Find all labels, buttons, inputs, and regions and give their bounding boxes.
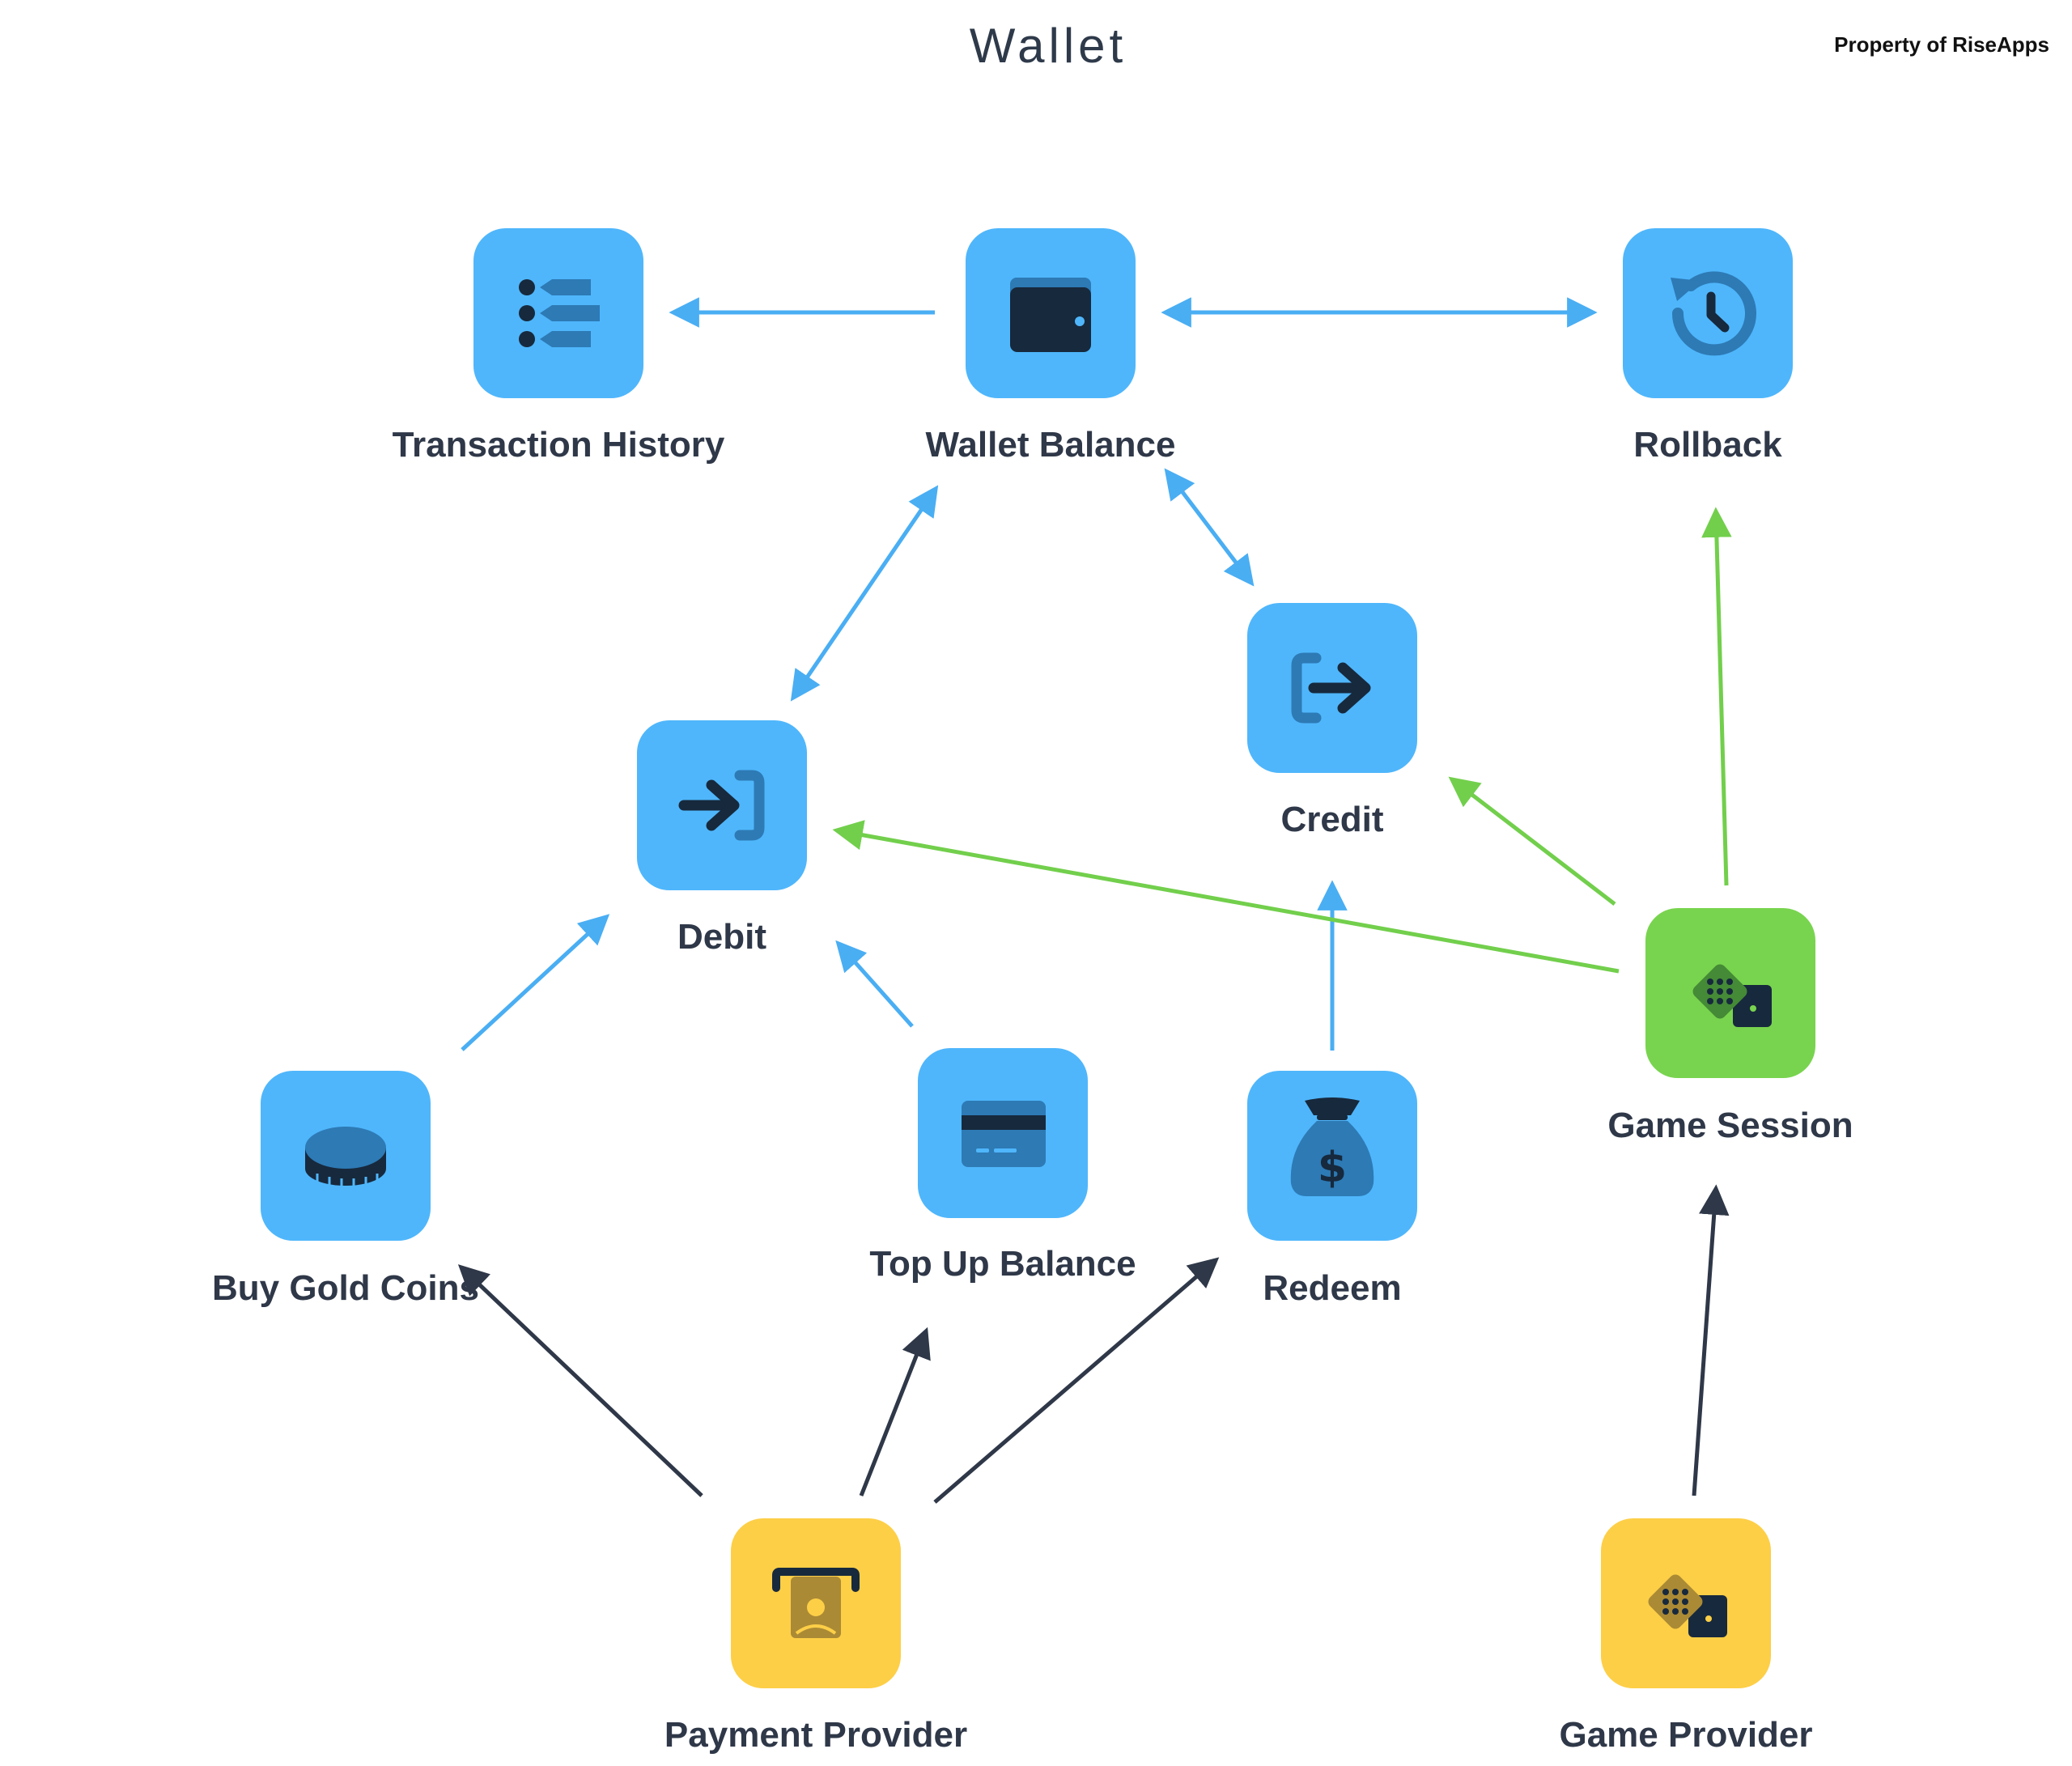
node-label: Wallet Balance xyxy=(926,425,1176,465)
node-label: Rollback xyxy=(1633,425,1782,465)
node-credit[interactable]: Credit xyxy=(1247,603,1417,839)
node-label: Redeem xyxy=(1263,1268,1401,1308)
credit-card-icon xyxy=(962,1101,1046,1167)
edge-wallet-balance-to-debit xyxy=(790,485,939,702)
node-label: Game Provider xyxy=(1559,1715,1812,1755)
wallet-icon xyxy=(1010,278,1091,352)
node-label: Buy Gold Coins xyxy=(212,1268,479,1308)
cash-icon xyxy=(772,1568,860,1638)
edge-game-session-to-rollback xyxy=(1701,507,1732,886)
edge-payment-provider-to-redeem xyxy=(933,1257,1220,1504)
edge-buy-gold-coins-to-debit xyxy=(461,914,610,1051)
owner-note: Property of RiseApps xyxy=(1834,32,2049,57)
edge-wallet-balance-to-credit xyxy=(1164,468,1255,587)
dice-icon xyxy=(1648,1574,1727,1637)
node-wallet-balance[interactable]: Wallet Balance xyxy=(926,228,1176,465)
svg-text:$: $ xyxy=(1318,1144,1347,1192)
sign-in-icon xyxy=(678,770,765,841)
money-bag-icon: $ xyxy=(1290,1097,1374,1196)
node-redeem[interactable]: $ Redeem xyxy=(1247,1071,1417,1308)
edges-layer xyxy=(457,297,1732,1504)
node-game-session[interactable]: Game Session xyxy=(1607,908,1853,1145)
edge-payment-provider-to-buy-gold-coins xyxy=(457,1264,703,1497)
history-icon xyxy=(1671,271,1756,356)
node-transaction-history[interactable]: Transaction History xyxy=(393,228,725,465)
sign-out-icon xyxy=(1291,652,1371,724)
edge-game-provider-to-game-session xyxy=(1692,1184,1730,1496)
node-label: Transaction History xyxy=(393,425,725,465)
edge-game-session-to-credit xyxy=(1448,776,1616,906)
coin-icon xyxy=(305,1127,386,1191)
node-top-up-balance[interactable]: Top Up Balance xyxy=(869,1048,1136,1284)
dice-icon xyxy=(1692,964,1772,1027)
node-debit[interactable]: Debit xyxy=(637,720,807,957)
node-label: Credit xyxy=(1280,800,1383,839)
edge-top-up-balance-to-debit xyxy=(835,940,914,1028)
node-rollback[interactable]: Rollback xyxy=(1623,228,1793,465)
node-payment-provider[interactable]: Payment Provider xyxy=(664,1518,967,1755)
diagram-title: Wallet xyxy=(969,19,1127,73)
node-label: Payment Provider xyxy=(664,1715,967,1755)
list-icon xyxy=(519,279,600,347)
node-buy-gold-coins[interactable]: Buy Gold Coins xyxy=(212,1071,479,1308)
node-label: Game Session xyxy=(1607,1106,1853,1145)
edge-payment-provider-to-top-up-balance xyxy=(859,1327,931,1496)
node-label: Debit xyxy=(677,917,766,957)
edge-game-session-to-debit xyxy=(832,820,1620,974)
node-game-provider[interactable]: Game Provider xyxy=(1559,1518,1813,1755)
node-label: Top Up Balance xyxy=(869,1244,1136,1284)
